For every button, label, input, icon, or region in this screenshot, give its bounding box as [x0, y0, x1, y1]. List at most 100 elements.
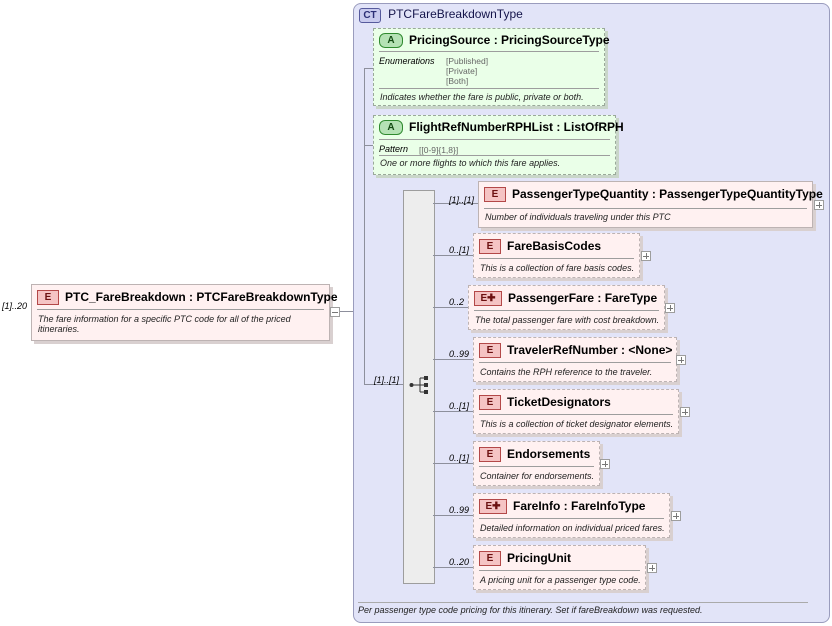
element-name: Endorsements — [507, 447, 591, 461]
connector-line — [364, 384, 403, 385]
element-cardinality: [1]..[1] — [449, 195, 475, 205]
element-badge-icon: E — [479, 239, 501, 255]
element-badge-icon: E — [484, 187, 506, 203]
sequence-cardinality: [1]..[1] — [374, 375, 400, 385]
element-doc: Contains the RPH reference to the travel… — [480, 367, 653, 377]
divider — [479, 570, 640, 571]
element-cardinality: 0..[1] — [449, 453, 470, 463]
connector-line — [433, 255, 473, 256]
element-header: E✚ PassengerFare : FareType — [474, 291, 658, 307]
facet-value: [[0-9]{1,8}] — [419, 145, 459, 155]
facet-value: [Published] — [446, 56, 489, 66]
connector-line — [364, 68, 374, 69]
element-badge-icon: E — [479, 551, 501, 567]
element-doc: A pricing unit for a passenger type code… — [480, 575, 641, 585]
element-name: PricingUnit — [507, 551, 572, 565]
element-doc: This is a collection of fare basis codes… — [480, 263, 635, 273]
element-doc: Number of individuals traveling under th… — [485, 212, 671, 222]
root-element-name: PTC_FareBreakdown : PTCFareBreakdownType — [65, 290, 338, 304]
attribute-badge-icon: A — [379, 120, 403, 136]
divider — [379, 155, 610, 156]
attribute-name: FlightRefNumberRPHList : ListOfRPH — [409, 120, 624, 134]
element-box-travelerrefnumber[interactable]: E TravelerRefNumber : <None> Contains the… — [473, 337, 677, 382]
element-doc: The total passenger fare with cost break… — [475, 315, 660, 325]
element-box-pricingunit[interactable]: E PricingUnit A pricing unit for a passen… — [473, 545, 646, 590]
root-element-box[interactable]: E PTC_FareBreakdown : PTCFareBreakdownTyp… — [31, 284, 338, 341]
divider — [474, 310, 659, 311]
element-box-passengerfare[interactable]: E✚ PassengerFare : FareType The total pas… — [468, 285, 665, 330]
element-header: E FareBasisCodes — [479, 239, 602, 255]
element-badge-icon: E✚ — [479, 499, 507, 515]
connector-line — [433, 463, 473, 464]
connector-line — [433, 203, 478, 204]
complex-type-doc: Per passenger type code pricing for this… — [358, 605, 703, 615]
element-cardinality: 0..[1] — [449, 401, 470, 411]
divider — [479, 466, 594, 467]
attribute-badge-icon: A — [379, 33, 403, 49]
divider — [479, 258, 634, 259]
connector-line — [340, 311, 364, 312]
element-doc: Detailed information on individual price… — [480, 523, 665, 533]
expand-icon[interactable] — [680, 407, 690, 417]
connector-line — [364, 145, 374, 146]
root-element-header: E PTC_FareBreakdown : PTCFareBreakdownTyp… — [37, 290, 338, 306]
facet-value: [Private] — [446, 66, 478, 76]
facet-value: [Both] — [446, 76, 469, 86]
divider — [379, 88, 599, 89]
complex-type-header: CT PTCFareBreakdownType — [359, 7, 523, 23]
expand-icon[interactable] — [647, 563, 657, 573]
attribute-box-flightrefnumberrphlist[interactable]: A FlightRefNumberRPHList : ListOfRPH Patt… — [373, 115, 624, 175]
divider — [479, 362, 671, 363]
connector-line — [433, 307, 468, 308]
element-badge-icon: E — [479, 395, 501, 411]
sequence-compositor[interactable] — [403, 190, 435, 584]
element-header: E PricingUnit — [479, 551, 572, 567]
divider — [358, 602, 808, 603]
element-cardinality: 0..[1] — [449, 245, 470, 255]
attribute-header: A PricingSource : PricingSourceType — [379, 33, 610, 49]
element-name: PassengerFare : FareType — [508, 291, 658, 305]
expand-icon[interactable] — [600, 459, 610, 469]
attribute-name: PricingSource : PricingSourceType — [409, 33, 610, 47]
connector-line — [433, 515, 473, 516]
element-badge-icon: E — [37, 290, 59, 306]
element-box-ticketdesignators[interactable]: E TicketDesignators This is a collection … — [473, 389, 679, 434]
attribute-box-pricingsource[interactable]: A PricingSource : PricingSourceType Enume… — [373, 28, 610, 106]
divider — [379, 51, 599, 52]
element-box-fareinfo[interactable]: E✚ FareInfo : FareInfoType Detailed infor… — [473, 493, 670, 538]
divider — [37, 309, 324, 310]
element-box-farebasiscodes[interactable]: E FareBasisCodes This is a collection of … — [473, 233, 640, 278]
expand-icon[interactable] — [665, 303, 675, 313]
divider — [484, 208, 807, 209]
facet-label: Enumerations — [379, 56, 435, 66]
connector-line — [433, 411, 473, 412]
expand-icon[interactable] — [671, 511, 681, 521]
root-doc-line1: The fare information for a specific PTC … — [38, 314, 291, 324]
element-badge-icon: E — [479, 343, 501, 359]
facet-label: Pattern — [379, 144, 409, 154]
connector-line — [433, 567, 473, 568]
element-name: TicketDesignators — [507, 395, 611, 409]
element-box-passengertypequantity[interactable]: E PassengerTypeQuantity : PassengerTypeQu… — [478, 181, 823, 228]
element-cardinality: 0..20 — [449, 557, 470, 567]
connector-line — [364, 68, 365, 384]
expand-icon[interactable] — [814, 200, 824, 210]
element-name: TravelerRefNumber : <None> — [507, 343, 673, 357]
element-name: FareInfo : FareInfoType — [513, 499, 646, 513]
element-name: PassengerTypeQuantity : PassengerTypeQua… — [512, 187, 823, 201]
connector-line — [433, 359, 473, 360]
element-header: E TicketDesignators — [479, 395, 611, 411]
element-header: E TravelerRefNumber : <None> — [479, 343, 673, 359]
divider — [479, 518, 664, 519]
expand-icon[interactable] — [676, 355, 686, 365]
expand-icon[interactable] — [641, 251, 651, 261]
complex-type-badge-icon: CT — [359, 8, 381, 23]
element-header: E PassengerTypeQuantity : PassengerTypeQu… — [484, 187, 823, 203]
element-name: FareBasisCodes — [507, 239, 602, 253]
element-badge-icon: E✚ — [474, 291, 502, 307]
sequence-compositor-icon — [409, 376, 428, 394]
element-doc: This is a collection of ticket designato… — [480, 419, 674, 429]
collapse-icon[interactable] — [330, 307, 340, 317]
